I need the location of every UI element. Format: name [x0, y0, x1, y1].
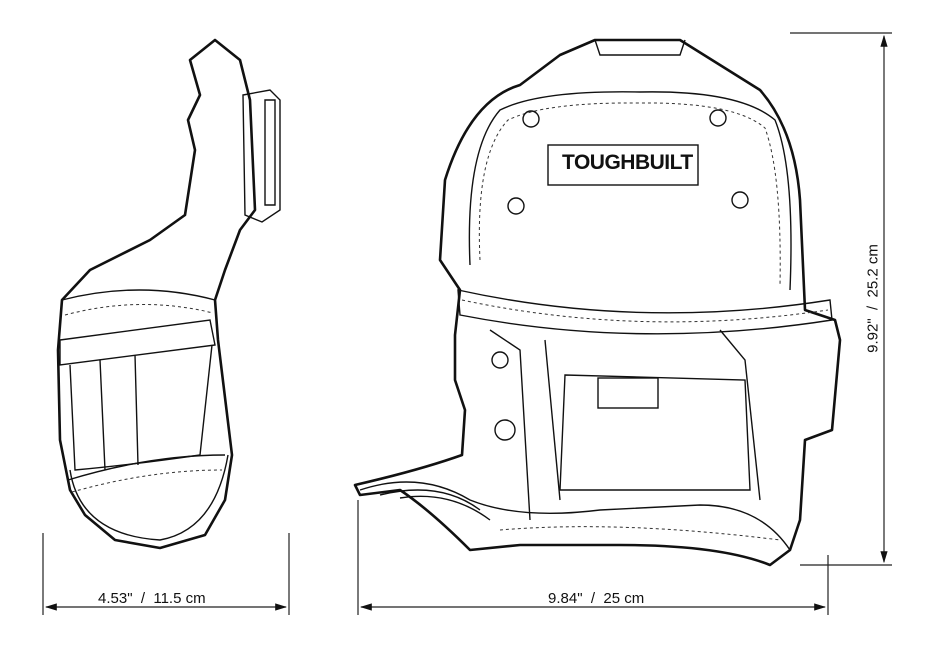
front-view-pouch: [353, 38, 842, 567]
height-label: 9.92" / 25.2 cm: [864, 244, 882, 353]
belt-clip: [242, 89, 281, 223]
side-width-label: 4.53" / 11.5 cm: [98, 590, 206, 607]
dimension-lines: [42, 32, 892, 615]
front-width-label: 9.84" / 25 cm: [548, 590, 645, 607]
side-view-pouch: [56, 38, 281, 550]
brand-label-patch: [547, 144, 699, 186]
brand-logo: TOUGHBUILT: [562, 151, 693, 174]
